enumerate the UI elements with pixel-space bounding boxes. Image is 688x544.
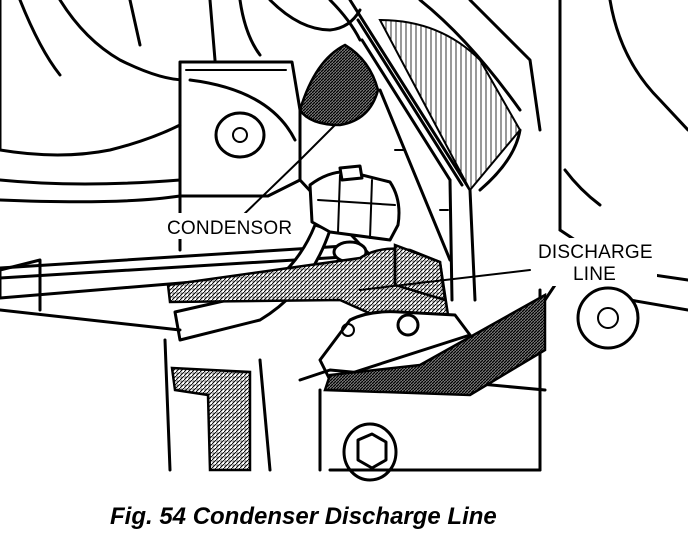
bracket-bolt <box>214 111 266 159</box>
discharge-label-bg <box>535 238 657 286</box>
lower-bracket <box>163 310 547 472</box>
condensor-label: CONDENSOR <box>167 218 292 239</box>
condenser-frame <box>298 0 542 302</box>
lower-panel-shading <box>323 292 547 397</box>
support-post <box>170 366 252 472</box>
leader-discharge-line <box>359 269 531 291</box>
condenser-core-side <box>393 243 447 302</box>
figure-caption: Fig. 54 Condenser Discharge Line <box>110 503 497 530</box>
right-body-panel <box>538 0 688 472</box>
leader-condensor <box>237 124 336 221</box>
vehicle-structure <box>0 0 362 252</box>
discharge-line-label-1: DISCHARGE <box>538 242 653 263</box>
grommet-right <box>576 286 640 350</box>
line-fitting <box>308 164 401 264</box>
hex-bolt <box>342 422 398 482</box>
discharge-line-label-2: LINE <box>573 264 616 285</box>
condensor-label-bg <box>165 213 305 239</box>
condenser-core-upper <box>298 43 380 127</box>
